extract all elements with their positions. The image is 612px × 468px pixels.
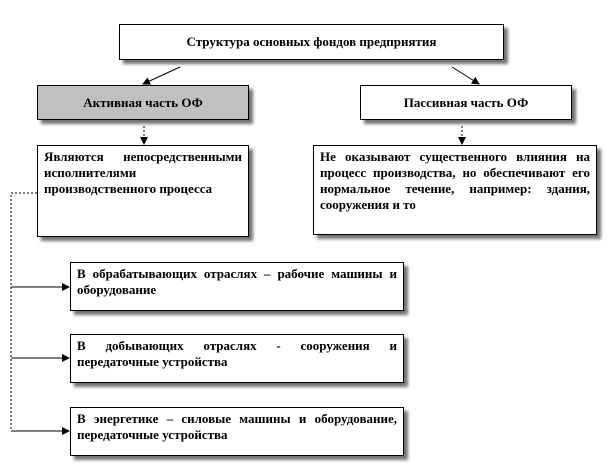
active-part-label: Активная часть ОФ xyxy=(83,94,203,110)
arrow-title-to-active xyxy=(142,66,181,85)
diagram-title-box: Структура основных фондов предприятия xyxy=(119,24,504,60)
active-part-description: Являются непосредственными исполнителями… xyxy=(44,149,242,196)
passive-part-description: Не оказывают существенного влияния на пр… xyxy=(320,149,590,212)
bracket-active-to-items xyxy=(10,192,37,431)
active-example-mining: В добывающих отраслях - сооружения и пер… xyxy=(77,338,397,369)
active-example-box-energy: В энергетике – силовые машины и оборудов… xyxy=(70,407,404,456)
diagram-title: Структура основных фондов предприятия xyxy=(186,34,437,49)
active-example-processing: В обрабатывающих отраслях – рабочие маши… xyxy=(77,266,397,297)
active-part-box: Активная часть ОФ xyxy=(37,85,249,120)
active-example-energy: В энергетике – силовые машины и оборудов… xyxy=(77,411,397,442)
active-example-box-processing: В обрабатывающих отраслях – рабочие маши… xyxy=(70,262,404,311)
passive-part-description-box: Не оказывают существенного влияния на пр… xyxy=(313,145,597,235)
arrow-title-to-passive xyxy=(451,66,480,85)
active-part-description-box: Являются непосредственными исполнителями… xyxy=(37,145,249,237)
active-example-box-mining: В добывающих отраслях - сооружения и пер… xyxy=(70,334,404,383)
passive-part-label: Пассивная часть ОФ xyxy=(403,94,529,110)
passive-part-box: Пассивная часть ОФ xyxy=(360,85,572,120)
